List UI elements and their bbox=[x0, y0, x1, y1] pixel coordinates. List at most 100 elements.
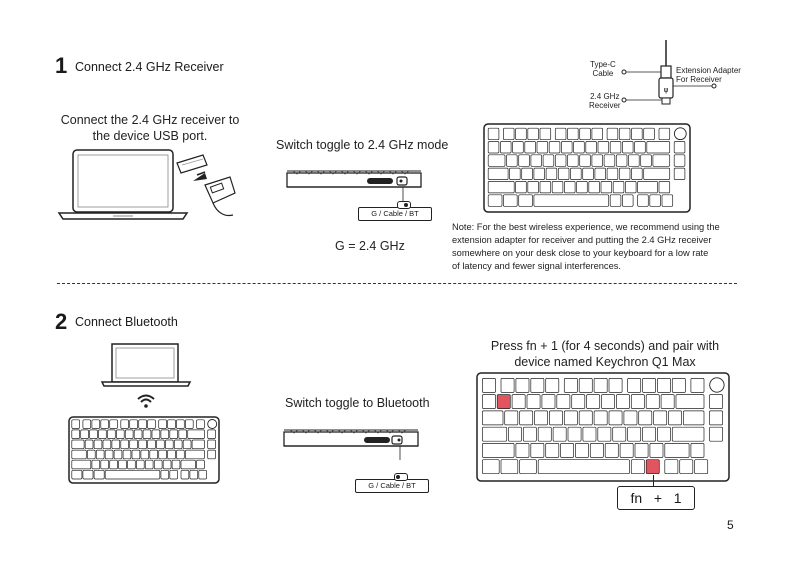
keycap bbox=[207, 449, 216, 460]
keycap bbox=[519, 410, 534, 426]
wireless-note: Note: For the best wireless experience, … bbox=[452, 221, 752, 273]
keycap bbox=[675, 394, 705, 409]
keycap bbox=[527, 181, 539, 194]
note-line-3: somewhere on your desk close to your key… bbox=[452, 248, 709, 258]
laptop-icon bbox=[55, 145, 240, 225]
keycap bbox=[169, 429, 178, 439]
keycap bbox=[542, 154, 555, 167]
keycap bbox=[657, 426, 671, 442]
keycap bbox=[637, 181, 658, 194]
keycap bbox=[515, 127, 527, 141]
keycap bbox=[594, 167, 606, 180]
knob-icon bbox=[709, 377, 725, 393]
keycap bbox=[530, 154, 542, 167]
keycap bbox=[482, 443, 515, 458]
keycap bbox=[579, 127, 591, 141]
keycap bbox=[487, 154, 506, 167]
keycap bbox=[129, 419, 138, 429]
keycap bbox=[609, 194, 622, 207]
keycap bbox=[567, 426, 582, 442]
keycap bbox=[578, 410, 593, 426]
keycap bbox=[104, 469, 161, 480]
keycap bbox=[552, 426, 567, 442]
keycap bbox=[539, 127, 552, 141]
pair-caption: Press fn + 1 (for 4 seconds) and pair wi… bbox=[490, 338, 720, 370]
keycap bbox=[129, 439, 138, 450]
keycap bbox=[508, 426, 522, 442]
keycap bbox=[509, 167, 521, 180]
keycap bbox=[643, 167, 671, 180]
keycap bbox=[597, 426, 612, 442]
keycap bbox=[673, 154, 686, 167]
keycap bbox=[608, 378, 623, 393]
keycap bbox=[709, 426, 723, 442]
keycap bbox=[545, 378, 560, 393]
toggle-bt-label: G / Cable / BT bbox=[355, 473, 429, 493]
keycap bbox=[630, 394, 645, 409]
keyboard-side-view-icon bbox=[285, 165, 425, 205]
keycap bbox=[107, 429, 116, 439]
typec-label-2: Cable bbox=[592, 69, 614, 78]
keycap bbox=[593, 378, 608, 393]
keycap bbox=[556, 394, 571, 409]
keycap bbox=[671, 426, 705, 442]
keycap bbox=[138, 419, 147, 429]
keycap bbox=[140, 449, 150, 460]
keycap bbox=[603, 154, 616, 167]
adapter-label: Extension Adapter For Receiver bbox=[676, 66, 741, 84]
keycap bbox=[196, 459, 205, 470]
keycap bbox=[142, 429, 152, 439]
key-combo-box: fn + 1 bbox=[617, 486, 695, 510]
keycap bbox=[576, 181, 588, 194]
keycap bbox=[515, 378, 530, 393]
keycap bbox=[71, 449, 87, 460]
keycap bbox=[593, 410, 608, 426]
keycap bbox=[133, 429, 143, 439]
keycap bbox=[527, 127, 539, 141]
keycap bbox=[554, 154, 567, 167]
keycap bbox=[120, 439, 129, 450]
note-line-4: of latency and fewer signal interference… bbox=[452, 261, 621, 271]
keycap bbox=[709, 394, 723, 409]
note-line-2: extension adapter for receiver and putti… bbox=[452, 235, 712, 245]
keycap bbox=[561, 141, 573, 154]
keycap bbox=[482, 410, 504, 426]
keycap bbox=[664, 459, 679, 475]
keycap bbox=[606, 167, 619, 180]
keycap bbox=[634, 443, 649, 458]
keycap bbox=[571, 394, 586, 409]
keycap bbox=[487, 167, 509, 180]
keycap bbox=[503, 127, 515, 141]
keycap bbox=[127, 459, 136, 470]
keycap bbox=[601, 394, 615, 409]
keycap bbox=[643, 127, 655, 141]
keycap bbox=[597, 141, 610, 154]
keycap bbox=[522, 426, 537, 442]
keyboard-icon bbox=[483, 123, 691, 213]
keycap bbox=[649, 443, 664, 458]
keycap bbox=[512, 141, 524, 154]
keycap bbox=[124, 429, 134, 439]
keycap bbox=[591, 154, 603, 167]
pair-caption-line1: Press fn + 1 (for 4 seconds) and pair wi… bbox=[490, 339, 720, 353]
keycap bbox=[518, 194, 533, 207]
receiver-label: 2.4 GHz Receiver bbox=[589, 92, 621, 110]
keycap bbox=[207, 439, 216, 450]
keycap bbox=[628, 154, 640, 167]
keycap bbox=[658, 181, 671, 194]
keycap bbox=[671, 378, 686, 393]
keyboard-side-view-icon bbox=[282, 424, 422, 466]
keycap bbox=[521, 167, 533, 180]
keycap bbox=[582, 426, 597, 442]
keycap bbox=[80, 429, 89, 439]
keycap bbox=[545, 167, 558, 180]
keycap bbox=[709, 410, 723, 426]
keycap bbox=[660, 394, 675, 409]
keycap bbox=[631, 167, 643, 180]
keycap bbox=[645, 394, 660, 409]
keycap bbox=[578, 378, 593, 393]
keycap bbox=[176, 449, 185, 460]
keycap bbox=[657, 378, 671, 393]
keycap bbox=[147, 419, 156, 429]
keycap bbox=[160, 429, 170, 439]
